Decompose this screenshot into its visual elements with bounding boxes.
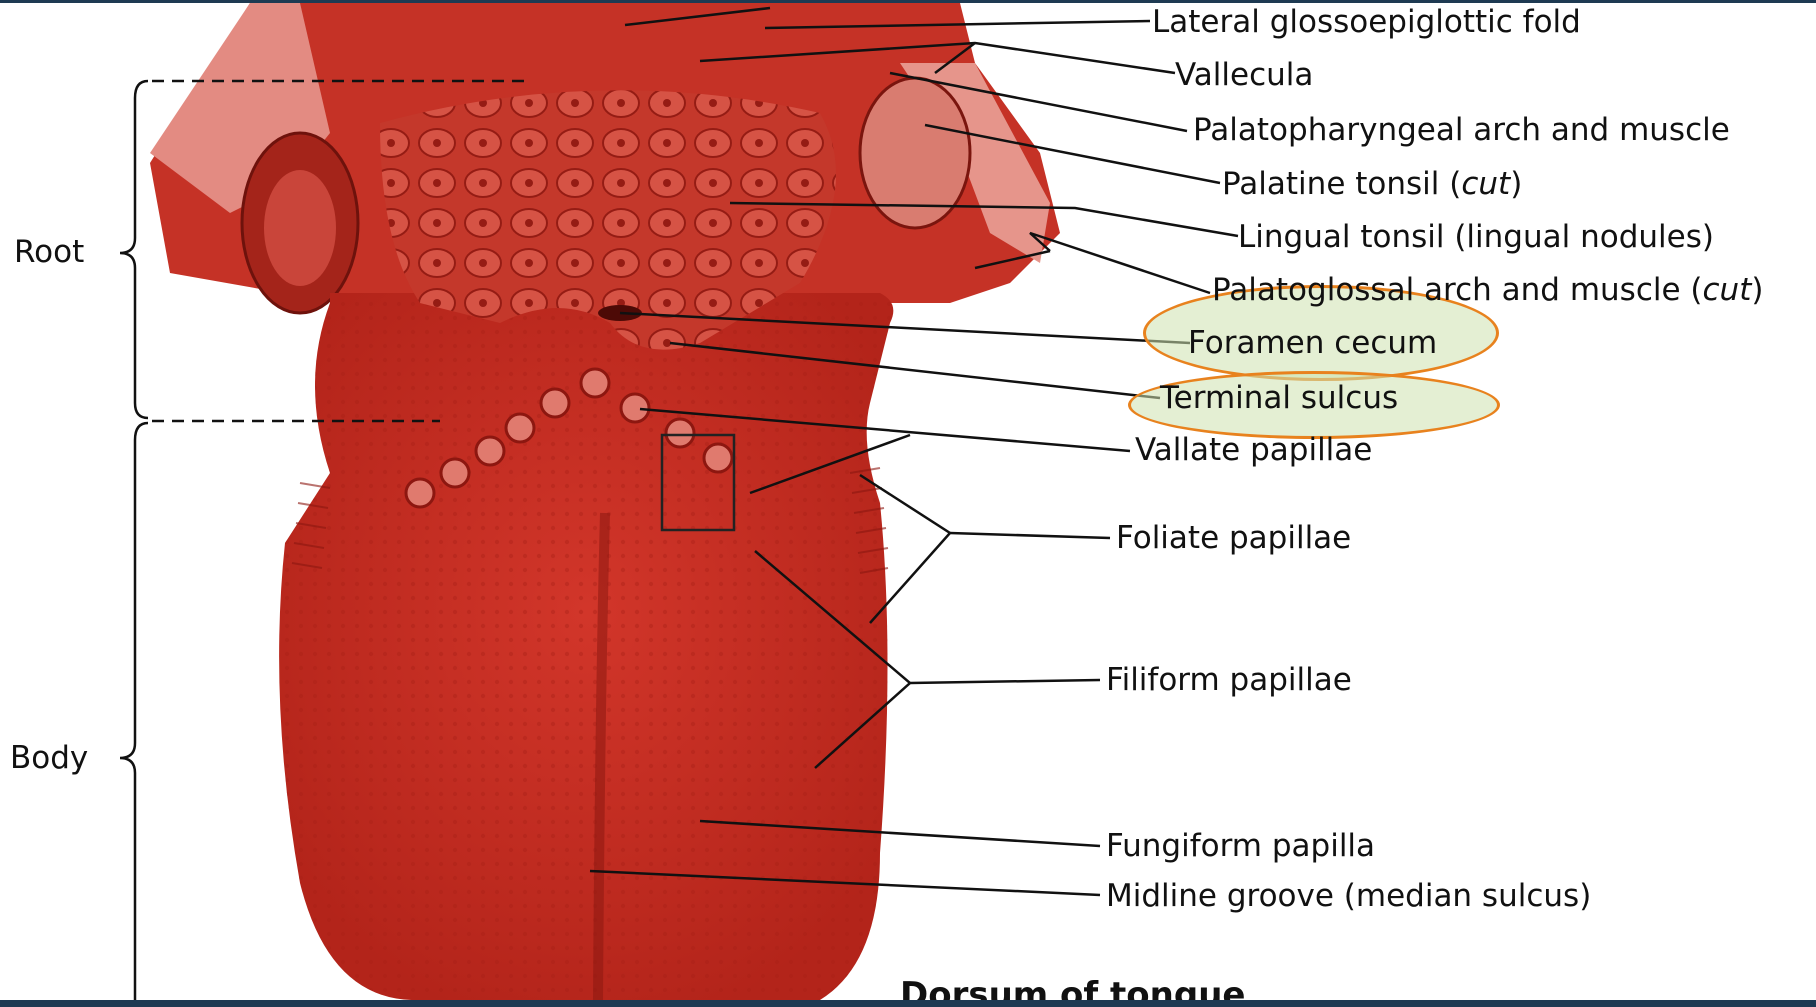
label-midline-groove: Midline groove (median sulcus)	[1106, 881, 1591, 912]
label-lateral-glossoepiglottic-fold: Lateral glossoepiglottic fold	[1152, 7, 1581, 38]
label-palatine-tonsil: Palatine tonsil (cut)	[1222, 169, 1522, 200]
tongue-illustration	[0, 3, 1816, 1000]
label-vallecula: Vallecula	[1175, 60, 1313, 91]
label-foramen-cecum: Foramen cecum	[1188, 328, 1437, 359]
label-fungiform-papilla: Fungiform papilla	[1106, 831, 1375, 862]
palatoglossal-arch-text: Palatoglossal arch and muscle	[1212, 272, 1681, 308]
region-label-root: Root	[14, 237, 84, 268]
label-foliate-papillae: Foliate papillae	[1116, 523, 1351, 554]
region-braces	[120, 81, 148, 1000]
label-palatopharyngeal-arch: Palatopharyngeal arch and muscle	[1193, 115, 1730, 146]
region-label-body: Body	[10, 743, 88, 774]
label-terminal-sulcus: Terminal sulcus	[1160, 383, 1398, 414]
label-filiform-papillae: Filiform papillae	[1106, 665, 1352, 696]
palatoglossal-arch-note: cut	[1703, 272, 1752, 308]
palatine-tonsil-text: Palatine tonsil	[1222, 166, 1439, 202]
label-vallate-papillae: Vallate papillae	[1135, 435, 1372, 466]
label-palatoglossal-arch: Palatoglossal arch and muscle (cut)	[1212, 275, 1763, 306]
label-lingual-tonsil: Lingual tonsil (lingual nodules)	[1238, 222, 1714, 253]
figure-title: Dorsum of tongue	[900, 978, 1245, 1000]
palatine-tonsil-note: cut	[1461, 166, 1510, 202]
figure-frame: Root Body Lateral glossoepiglottic fold …	[0, 3, 1816, 1000]
